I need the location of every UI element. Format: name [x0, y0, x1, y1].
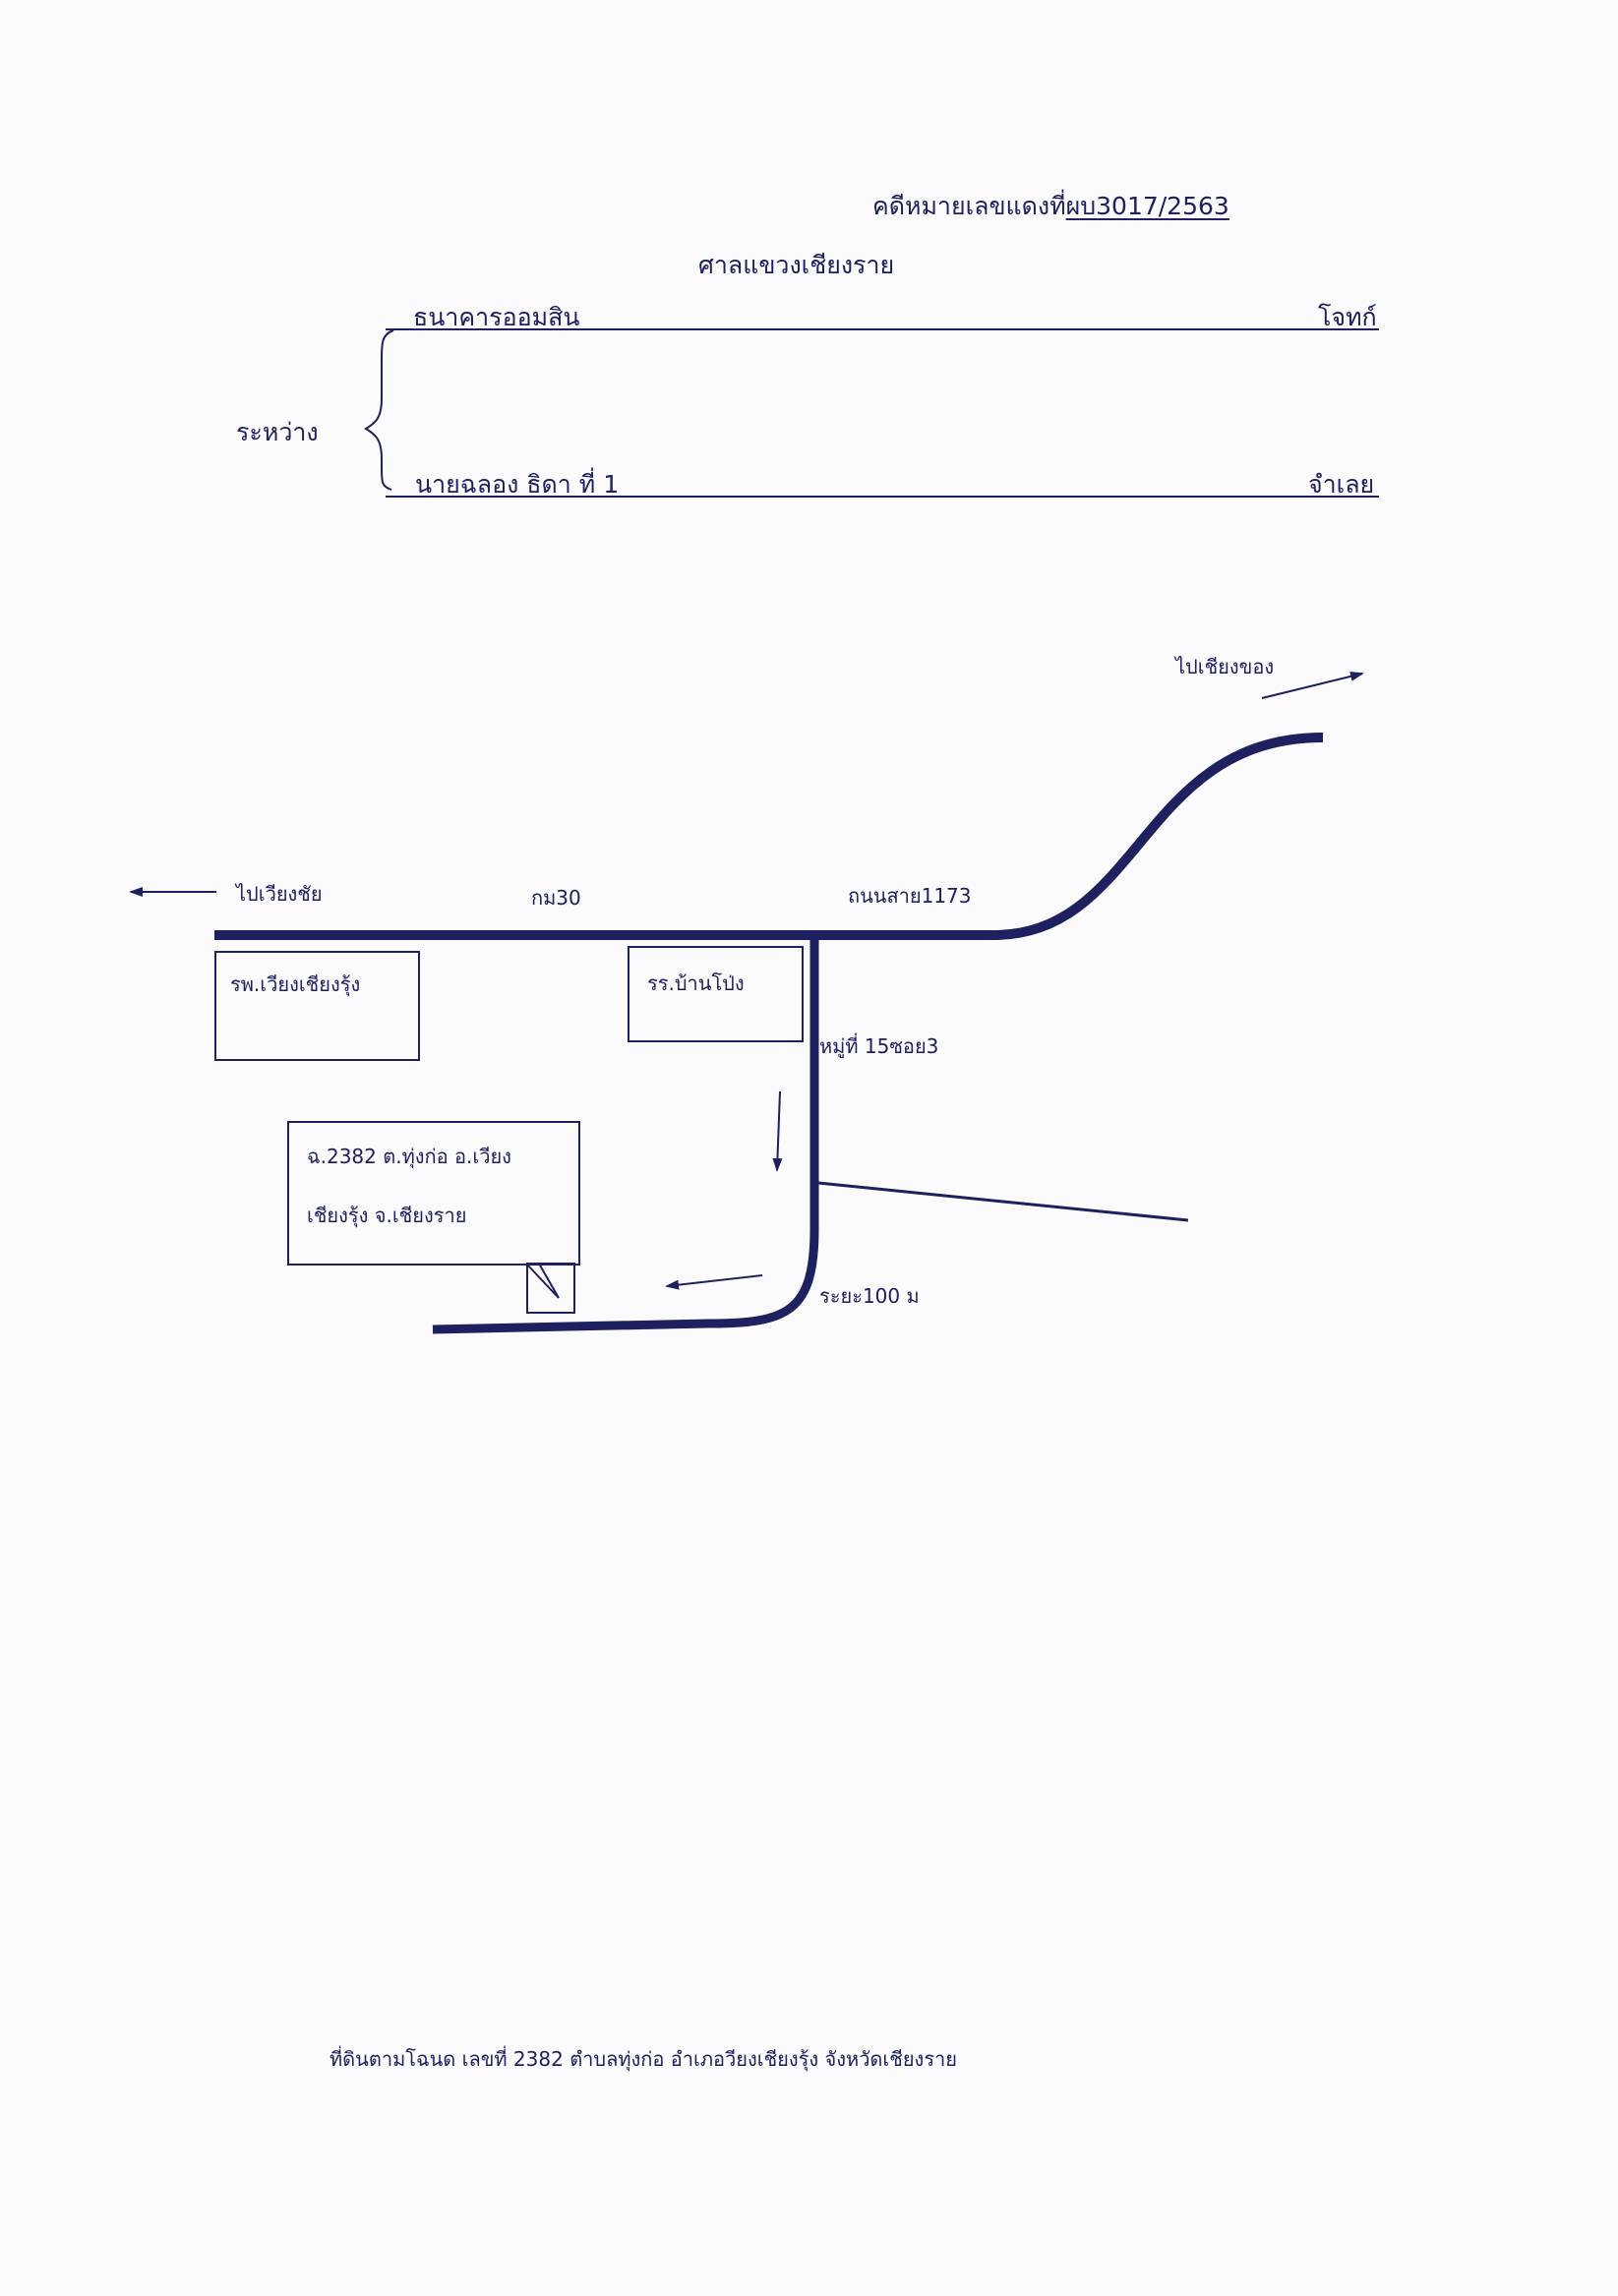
arrow-west — [665, 1274, 763, 1290]
plot-callout-box: ฉ.2382 ต.ทุ่งก่อ อ.เวียง เชียงรุ้ง จ.เชี… — [287, 1121, 580, 1266]
between-label: ระหว่าง — [236, 418, 319, 446]
court-name: ศาลแขวงเชียงราย — [698, 251, 895, 279]
callout-pointer — [525, 1263, 560, 1299]
label-village-soi: หมู่ที่ 15ซอย3 — [819, 1034, 939, 1058]
school-label: รร.บ้านโป่ง — [647, 971, 745, 995]
label-km-marker: กม30 — [531, 886, 581, 910]
case-number-line: คดีหมายเลขแดงที่ผบ3017/2563 — [872, 187, 1229, 226]
hospital-label: รพ.เวียงเชียงรุ้ง — [230, 972, 361, 996]
main-road — [214, 733, 1324, 940]
plaintiff-role: โจทก์ — [1318, 303, 1377, 331]
case-number: ผบ3017/2563 — [1065, 192, 1229, 220]
hospital-box: รพ.เวียงเชียงรุ้ง — [214, 951, 420, 1061]
land-title-line: ที่ดินตามโฉนด เลขที่ 2382 ตำบลทุ่งก่อ อำ… — [330, 2047, 958, 2071]
school-box: รร.บ้านโป่ง — [628, 946, 804, 1042]
branch-line — [817, 1181, 1189, 1222]
defendant-name: นายฉลอง ธิดา ที่ 1 — [415, 470, 620, 499]
label-to-wiang-chai: ไปเวียงชัย — [236, 882, 323, 906]
case-number-label: คดีหมายเลขแดงที่ — [872, 192, 1066, 220]
label-distance: ระยะ100 ม — [819, 1284, 920, 1308]
arrow-down — [772, 1090, 783, 1172]
plaintiff-name: ธนาคารออมสิน — [413, 303, 580, 331]
label-to-chiang-khong: ไปเชียงของ — [1175, 655, 1275, 678]
arrow-to-chiang-khong — [1261, 672, 1364, 699]
plot-line2: เชียงรุ้ง จ.เชียงราย — [307, 1204, 467, 1227]
plaintiff-underline — [386, 328, 1379, 330]
plot-line1: ฉ.2382 ต.ทุ่งก่อ อ.เวียง — [307, 1145, 511, 1168]
label-road-name: ถนนสาย1173 — [848, 884, 972, 908]
defendant-role: จำเลย — [1308, 470, 1375, 499]
defendant-underline — [386, 496, 1379, 498]
soi-road — [432, 935, 819, 1334]
